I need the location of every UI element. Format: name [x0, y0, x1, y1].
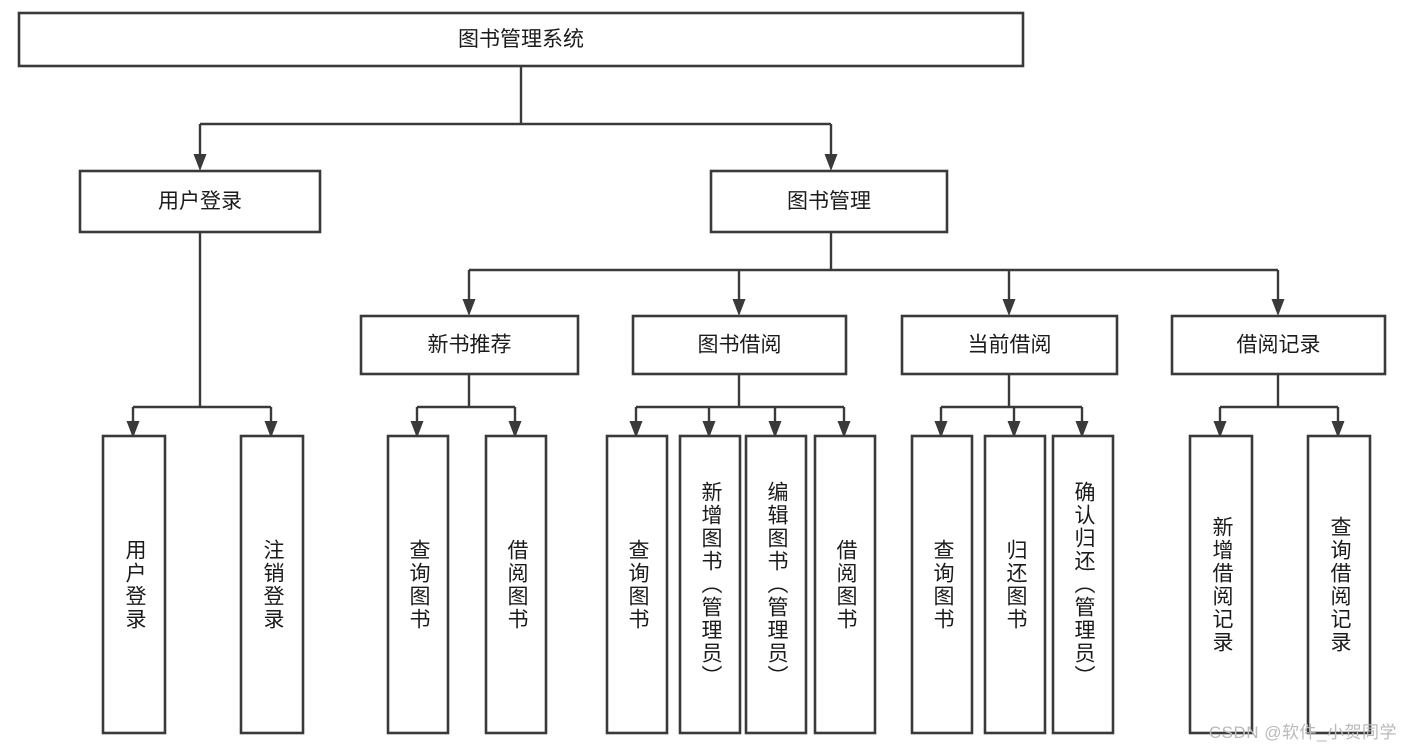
node-level2-1-rect[interactable]: [709, 169, 949, 234]
node-leaf-7: [813, 434, 877, 735]
node-leaf-0-rect[interactable]: [101, 434, 167, 735]
node-leaf-10-rect[interactable]: [1051, 434, 1115, 735]
node-level2-1: 图书管理: [709, 169, 949, 234]
node-level2-0: 用户登录: [78, 169, 322, 234]
node-level3-2: 当前借阅: [900, 314, 1119, 376]
node-level2-1-label: 图书管理: [787, 190, 871, 213]
node-level3-0: 新书推荐: [359, 314, 580, 376]
node-level3-2-rect[interactable]: [900, 314, 1119, 376]
level3-drop-3-arrowhead: [1271, 299, 1285, 316]
level3-drop-0-arrowhead: [462, 299, 476, 316]
group-0-leaf-drop-0-arrowhead: [126, 421, 140, 438]
node-leaf-10: [1051, 434, 1115, 735]
group-0-leaf-drop-1-arrowhead: [264, 421, 278, 438]
node-level2-0-rect[interactable]: [78, 169, 322, 234]
level2-drop-1-arrowhead: [824, 154, 838, 171]
level2-drop-0-arrowhead: [193, 154, 207, 171]
node-leaf-0: [101, 434, 167, 735]
level3-drop-1-arrowhead: [732, 299, 746, 316]
node-leaf-3: [484, 434, 548, 735]
group-4-leaf-drop-0-arrowhead: [1213, 421, 1227, 438]
node-level3-2-label: 当前借阅: [968, 334, 1052, 357]
node-leaf-2-rect[interactable]: [386, 434, 450, 735]
group-3-leaf-drop-0-arrowhead: [934, 421, 948, 438]
group-1-leaf-drop-0-arrowhead: [410, 421, 424, 438]
node-leaf-4: [605, 434, 669, 735]
node-root-rect[interactable]: [17, 11, 1025, 68]
node-level3-1-label: 图书借阅: [698, 334, 782, 357]
node-leaf-5: [678, 434, 742, 735]
node-leaf-8: [910, 434, 974, 735]
node-leaf-11-rect[interactable]: [1188, 434, 1254, 735]
node-leaf-6-rect[interactable]: [744, 434, 808, 735]
node-level3-1-rect[interactable]: [631, 314, 848, 376]
connector-lines: [126, 66, 1345, 438]
level3-drop-2-arrowhead: [1002, 299, 1016, 316]
node-root: 图书管理系统: [17, 11, 1025, 68]
node-level3-3: 借阅记录: [1170, 314, 1387, 376]
node-leaf-12-rect[interactable]: [1306, 434, 1372, 735]
node-leaf-4-rect[interactable]: [605, 434, 669, 735]
group-3-leaf-drop-2-arrowhead: [1075, 421, 1089, 438]
watermark-text: CSDN @软件_小贺同学: [1208, 723, 1397, 742]
node-level3-0-label: 新书推荐: [428, 334, 512, 357]
group-2-leaf-drop-2-arrowhead: [768, 421, 782, 438]
node-leaf-8-rect[interactable]: [910, 434, 974, 735]
node-leaf-3-rect[interactable]: [484, 434, 548, 735]
node-level2-0-label: 用户登录: [158, 190, 242, 213]
node-level3-0-rect[interactable]: [359, 314, 580, 376]
node-level3-3-rect[interactable]: [1170, 314, 1387, 376]
node-leaf-2: [386, 434, 450, 735]
node-leaf-7-rect[interactable]: [813, 434, 877, 735]
node-leaf-11: [1188, 434, 1254, 735]
node-leaf-5-rect[interactable]: [678, 434, 742, 735]
node-level3-3-label: 借阅记录: [1237, 334, 1321, 357]
group-2-leaf-drop-0-arrowhead: [629, 421, 643, 438]
node-root-label: 图书管理系统: [458, 28, 584, 51]
node-leaf-9-rect[interactable]: [983, 434, 1047, 735]
node-leaf-6: [744, 434, 808, 735]
node-leaf-1: [239, 434, 305, 735]
node-leaf-9: [983, 434, 1047, 735]
group-2-leaf-drop-3-arrowhead: [837, 421, 851, 438]
node-level3-1: 图书借阅: [631, 314, 848, 376]
group-3-leaf-drop-1-arrowhead: [1007, 421, 1021, 438]
group-1-leaf-drop-1-arrowhead: [508, 421, 522, 438]
node-leaf-12: [1306, 434, 1372, 735]
group-4-leaf-drop-1-arrowhead: [1331, 421, 1345, 438]
node-leaf-1-rect[interactable]: [239, 434, 305, 735]
group-2-leaf-drop-1-arrowhead: [702, 421, 716, 438]
